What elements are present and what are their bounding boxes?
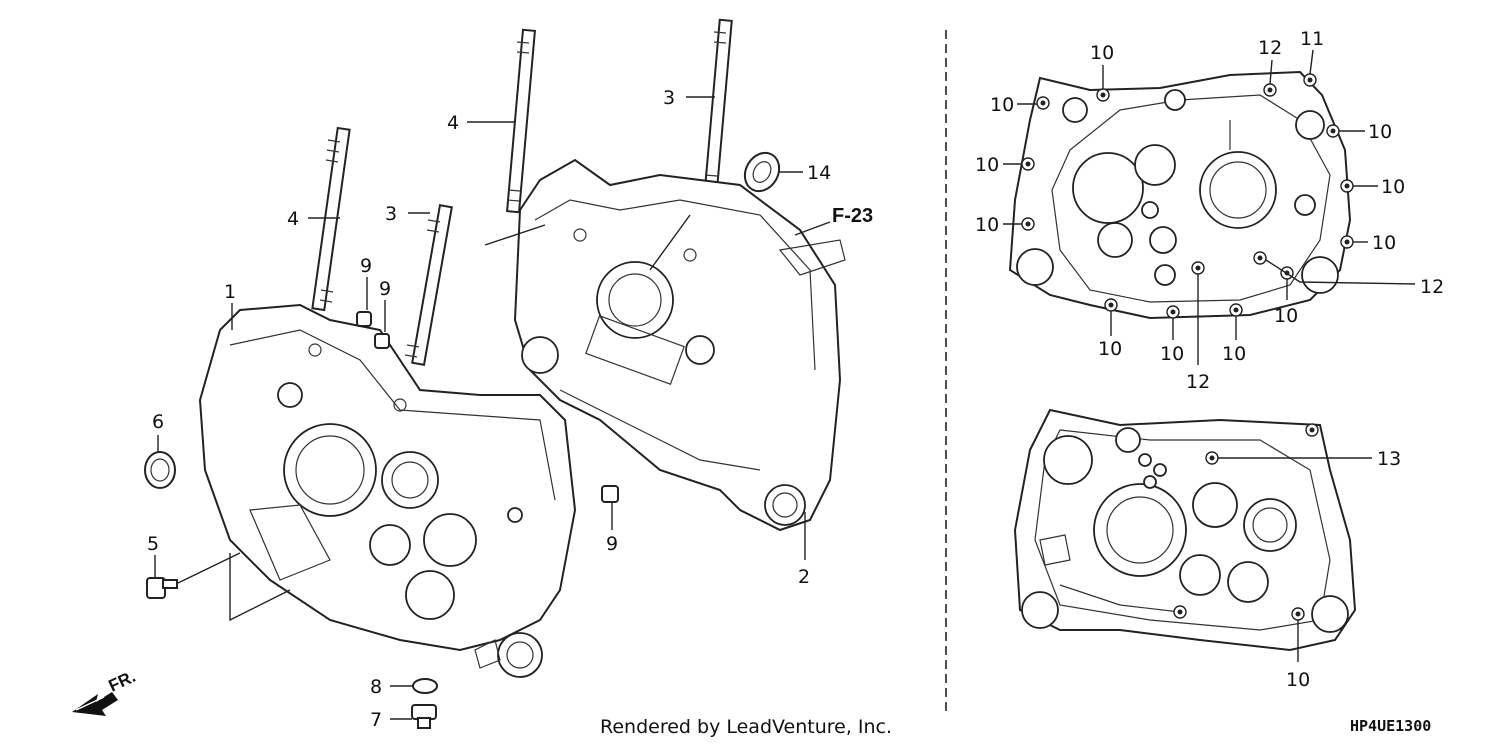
callout-7: 7 [370, 709, 382, 731]
callout-10: 10 [1160, 343, 1184, 365]
callout-11: 11 [1300, 28, 1324, 50]
callout-1: 1 [224, 281, 236, 303]
callout-10: 10 [1368, 121, 1392, 143]
callout-9: 9 [606, 533, 618, 555]
dowel-pin [601, 485, 619, 503]
callout-10: 10 [990, 94, 1014, 116]
callout-4: 4 [447, 112, 459, 134]
crankcase-face-upper [1003, 49, 1416, 365]
callout-12: 12 [1258, 37, 1282, 59]
callout-8: 8 [370, 676, 382, 698]
diagram-code: HP4UE1300 [1350, 717, 1431, 735]
oil-seal [743, 151, 781, 193]
callout-10: 10 [975, 214, 999, 236]
callout-4: 4 [287, 208, 299, 230]
stud-bolt-3-center [703, 18, 733, 200]
callout-labels: 1 2 3 3 4 4 5 6 7 8 9 9 9 14 10 10 10 10… [147, 28, 1444, 731]
reference-label: F-23 [832, 205, 873, 227]
callout-12: 12 [1186, 371, 1210, 393]
callout-10: 10 [1222, 343, 1246, 365]
crankcase-face-lower [1013, 408, 1372, 662]
stud-bolt-4-center [506, 28, 536, 214]
exploded-crankcase-view [72, 18, 846, 729]
callout-9: 9 [360, 255, 372, 277]
callout-3: 3 [663, 87, 675, 109]
o-ring [144, 451, 176, 489]
stud-bolt-4-left [311, 126, 351, 312]
callout-10: 10 [1274, 305, 1298, 327]
leader-lines [154, 96, 831, 720]
credit-text: Rendered by LeadVenture, Inc. [600, 716, 892, 738]
callout-10: 10 [975, 154, 999, 176]
callout-3: 3 [385, 203, 397, 225]
dowel-pin [356, 311, 372, 327]
callout-10: 10 [1286, 669, 1310, 691]
callout-2: 2 [798, 566, 810, 588]
flange-bolt [146, 577, 178, 599]
callout-10: 10 [1381, 176, 1405, 198]
callout-10: 10 [1098, 338, 1122, 360]
front-direction-arrow [72, 692, 118, 716]
callout-9: 9 [379, 278, 391, 300]
dowel-pin [374, 333, 390, 349]
callout-14: 14 [807, 162, 831, 184]
leader-lines-upper [1003, 49, 1416, 365]
bolt-hole-markers [1021, 73, 1354, 319]
callout-12: 12 [1420, 276, 1444, 298]
callout-6: 6 [152, 411, 164, 433]
callout-10: 10 [1090, 42, 1114, 64]
callout-13: 13 [1377, 448, 1401, 470]
sealing-washer [412, 678, 438, 694]
callout-5: 5 [147, 533, 159, 555]
direction-label: FR. [106, 667, 139, 696]
right-crankcase-half [513, 158, 846, 532]
stud-bolt-3-left [404, 204, 453, 366]
left-crankcase-half [198, 303, 577, 678]
callout-10: 10 [1372, 232, 1396, 254]
bolt-hole-markers-lower [1173, 423, 1319, 621]
drain-bolt [411, 704, 437, 729]
